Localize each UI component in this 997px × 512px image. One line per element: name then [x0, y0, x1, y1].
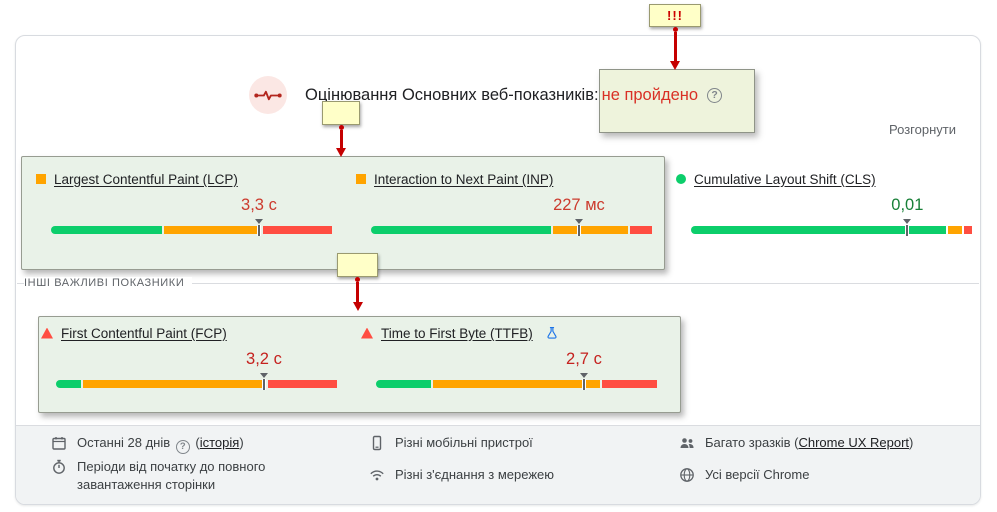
- arrow-head-icon: [670, 61, 680, 70]
- metric-ttfb: Time to First Byte (TTFB) 2,7 с: [361, 324, 658, 396]
- help-icon[interactable]: ?: [175, 440, 190, 454]
- bar-segment-average: [553, 226, 628, 234]
- footer-connections: Різні з'єднання з мережею: [369, 466, 554, 484]
- calendar-icon: [51, 435, 67, 451]
- core-web-vitals-pulse-icon: [249, 76, 287, 114]
- metric-fcp: First Contentful Paint (FCP) 3,2 с: [41, 324, 337, 396]
- ttfb-status-icon: [361, 327, 373, 339]
- assessment-header: Оцінювання Основних веб-показників: не п…: [249, 76, 723, 114]
- bar-segment-good: [371, 226, 552, 234]
- ttfb-distribution-bar: 2,7 с: [376, 350, 658, 388]
- bar-segment-poor: [963, 226, 972, 234]
- paren: (: [195, 435, 200, 450]
- metric-link-ttfb[interactable]: Time to First Byte (TTFB): [381, 325, 533, 341]
- metric-link-cls[interactable]: Cumulative Layout Shift (CLS): [694, 171, 876, 187]
- metric-lcp: Largest Contentful Paint (LCP) 3,3 с: [36, 170, 332, 242]
- bar-segment-average: [82, 380, 266, 388]
- sticky-note: !!!: [649, 4, 701, 27]
- devices-label: Різні мобільні пристрої: [395, 435, 533, 450]
- history-link[interactable]: історія: [199, 435, 240, 450]
- bar-segment-poor: [601, 380, 658, 388]
- footer-chrome-versions: Усі версії Chrome: [679, 466, 809, 484]
- core-web-vitals-row: Largest Contentful Paint (LCP) 3,3 с Int…: [16, 156, 980, 270]
- inp-value: 227 мс: [553, 196, 605, 214]
- annotation-note-2: [322, 101, 360, 157]
- assessment-title: Оцінювання Основних веб-показників:: [305, 85, 599, 104]
- help-icon[interactable]: ?: [707, 87, 723, 103]
- arrow-dot: [355, 277, 360, 282]
- arrow-head-icon: [352, 302, 363, 311]
- bar-segment-poor: [629, 226, 652, 234]
- cls-value: 0,01: [891, 196, 924, 214]
- cls-status-icon: [676, 174, 686, 184]
- arrow-stem: [339, 130, 343, 148]
- arrow-dot: [338, 125, 344, 130]
- sticky-note: [322, 101, 360, 125]
- footer-load-periods: Періоди від початку до повного завантаже…: [51, 458, 332, 494]
- metric-link-lcp[interactable]: Largest Contentful Paint (LCP): [54, 171, 238, 187]
- experimental-flask-icon: [545, 326, 559, 340]
- arrow-dot: [672, 27, 678, 32]
- bar-segment-good: [51, 226, 162, 234]
- assessment-status-failed: не пройдено: [601, 85, 699, 104]
- people-icon: [679, 435, 695, 451]
- connections-label: Різні з'єднання з мережею: [395, 467, 555, 482]
- annotation-note-1: !!!: [649, 4, 701, 70]
- paren: ): [909, 435, 914, 450]
- section-divider: [17, 283, 979, 284]
- bar-segment-good: [56, 380, 81, 388]
- metric-link-fcp[interactable]: First Contentful Paint (FCP): [61, 325, 227, 341]
- lcp-distribution-bar: 3,3 с: [51, 196, 332, 234]
- globe-icon: [679, 467, 695, 483]
- arrow-head-icon: [336, 148, 346, 157]
- lcp-value: 3,3 с: [241, 196, 277, 214]
- sticky-note: [337, 253, 378, 277]
- smartphone-icon: [369, 435, 385, 451]
- cwv-assessment-card: Оцінювання Основних веб-показників: не п…: [15, 35, 981, 505]
- wifi-icon: [369, 467, 385, 483]
- arrow-stem: [356, 282, 359, 302]
- load-periods-label: Періоди від початку до повного завантаже…: [77, 459, 266, 492]
- period-label: Останні 28 днів: [77, 435, 171, 450]
- bar-segment-good: [376, 380, 432, 388]
- stopwatch-icon: [51, 459, 67, 475]
- bar-segment-average: [433, 380, 600, 388]
- annotation-highlight-panel-fcp-ttfb: [38, 316, 681, 413]
- metric-link-inp[interactable]: Interaction to Next Paint (INP): [374, 171, 554, 187]
- inp-status-icon: [356, 174, 366, 184]
- other-metrics-row: First Contentful Paint (FCP) 3,2 с Time …: [16, 316, 980, 416]
- footer-devices: Різні мобільні пристрої: [369, 434, 533, 452]
- crux-report-link[interactable]: Chrome UX Report: [798, 435, 910, 450]
- paren: ): [239, 435, 244, 450]
- fcp-value: 3,2 с: [246, 350, 282, 368]
- footer-collection-period: Останні 28 днів ? (історія): [51, 434, 244, 454]
- bar-segment-average: [163, 226, 261, 234]
- bar-segment-average: [947, 226, 962, 234]
- bar-segment-good: [691, 226, 946, 234]
- versions-label: Усі версії Chrome: [705, 467, 810, 482]
- cls-distribution-bar: 0,01: [691, 196, 972, 234]
- ttfb-value: 2,7 с: [566, 350, 602, 368]
- fcp-status-icon: [41, 327, 53, 339]
- samples-label: Багато зразків (: [705, 435, 799, 450]
- data-source-footer: Останні 28 днів ? (історія) Періоди від …: [16, 425, 980, 504]
- lcp-status-icon: [36, 174, 46, 184]
- metric-inp: Interaction to Next Paint (INP) 227 мс: [356, 170, 652, 242]
- footer-samples: Багато зразків (Chrome UX Report): [679, 434, 913, 452]
- other-metrics-section-label: ІНШІ ВАЖЛИВІ ПОКАЗНИКИ: [24, 277, 193, 289]
- annotation-note-3: [337, 253, 378, 311]
- bar-segment-poor: [262, 226, 332, 234]
- inp-distribution-bar: 227 мс: [371, 196, 652, 234]
- bar-segment-poor: [267, 380, 337, 388]
- arrow-stem: [673, 32, 677, 61]
- fcp-distribution-bar: 3,2 с: [56, 350, 337, 388]
- metric-cls: Cumulative Layout Shift (CLS) 0,01: [676, 170, 972, 242]
- expand-link[interactable]: Розгорнути: [889, 122, 956, 137]
